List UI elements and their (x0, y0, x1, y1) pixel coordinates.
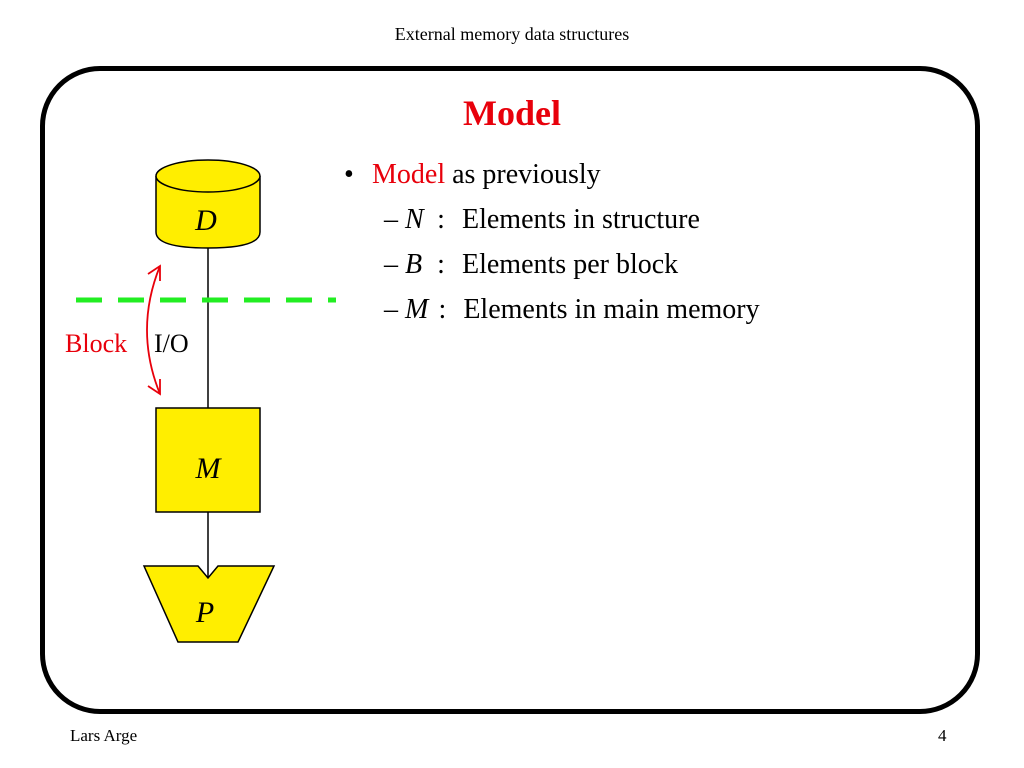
bullet-colon: : (437, 204, 445, 235)
disk-label: D (194, 204, 217, 237)
bullet-colon: : (437, 249, 445, 280)
footer-author: Lars Arge (70, 726, 138, 745)
bullet-text: Elements in structure (462, 204, 700, 235)
bullet-dash: – (384, 249, 398, 280)
bullet-main-accent: Model (372, 159, 446, 190)
footer-page-number: 4 (938, 726, 947, 745)
bullet-item-m: – M: Elements in main memory (344, 287, 964, 332)
slide-frame (40, 66, 980, 714)
disk-cylinder (155, 159, 261, 249)
bullet-list: • Model as previously – N: Elements in st… (344, 152, 964, 332)
bullet-dot: • (344, 159, 354, 190)
bullet-item-b: – B: Elements per block (344, 242, 964, 287)
bullet-main-text: as previously (445, 159, 601, 190)
bullet-symbol: B (405, 249, 423, 280)
bullet-main: • Model as previously (344, 152, 964, 197)
block-label: Block (65, 329, 127, 358)
header-title: External memory data structures (394, 24, 630, 44)
memory-label: M (195, 452, 223, 485)
block-io-arrow (146, 264, 161, 396)
bullet-symbol: N (405, 204, 424, 235)
bullet-colon: : (438, 294, 447, 325)
io-label: I/O (154, 329, 189, 358)
bullet-dash: – (384, 204, 398, 235)
bullet-text: Elements in main memory (463, 294, 760, 325)
memory-box (155, 407, 261, 513)
slide-title: Model (463, 93, 561, 133)
bullet-dash: – (384, 294, 398, 325)
processor-label: P (195, 596, 214, 629)
bullet-symbol: M (405, 294, 429, 325)
bullet-text: Elements per block (462, 249, 679, 280)
processor-shape (142, 565, 276, 643)
bullet-item-n: – N: Elements in structure (344, 197, 964, 242)
